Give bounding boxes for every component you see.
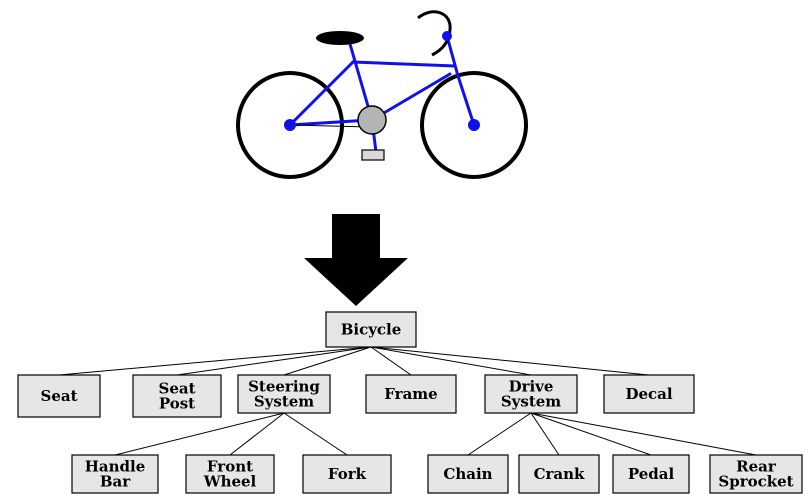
chain-line [289, 124, 371, 128]
node-seat-box [17, 374, 101, 418]
edge-drive-to-chain [467, 412, 532, 456]
node-chain: Chain [427, 454, 509, 494]
node-rear-sprocket-box [709, 454, 803, 494]
node-frame: Frame [365, 374, 457, 414]
node-bicycle-label: Bicycle [341, 321, 402, 339]
edge-bicycle-to-seat-post [176, 346, 372, 376]
node-front-wheel-label: Wheel [203, 473, 257, 491]
node-chain-box [427, 454, 509, 494]
bicycle-frame-tubes [288, 34, 476, 154]
node-seat-post-box [132, 374, 222, 418]
front-hub [468, 119, 480, 131]
edge-drive-to-pedal [530, 412, 652, 456]
top-tube [351, 60, 457, 68]
node-bicycle: Bicycle [325, 311, 417, 348]
node-chain-label: Chain [443, 465, 492, 483]
node-rear-sprocket-label: Sprocket [718, 473, 793, 491]
node-steering-label: System [254, 393, 314, 411]
node-seat-label: Seat [40, 387, 77, 405]
node-rear-sprocket-label: Rear [736, 458, 777, 476]
edge-steering-to-handle-bar [114, 412, 285, 456]
pedal-block [361, 149, 385, 161]
down-tube [370, 72, 452, 122]
node-pedal: Pedal [612, 454, 690, 494]
edge-bicycle-to-drive [370, 346, 532, 376]
node-frame-label: Frame [384, 385, 437, 403]
node-pedal-box [612, 454, 690, 494]
node-crank-box [518, 454, 600, 494]
node-handle-bar-label: Bar [100, 473, 131, 491]
edge-bicycle-to-decal [370, 346, 650, 376]
bike-seat [316, 31, 364, 45]
tree-edges [58, 346, 757, 456]
seat-stay [288, 60, 355, 127]
node-seat: Seat [17, 374, 101, 418]
node-handle-bar-box [71, 454, 159, 494]
node-handle-bar-label: Handle [85, 458, 146, 476]
node-drive-label: Drive [509, 378, 554, 396]
node-fork: Fork [302, 454, 392, 494]
node-crank-label: Crank [534, 465, 585, 483]
edge-drive-to-crank [530, 412, 560, 456]
node-crank: Crank [518, 454, 600, 494]
head-tube-joint [442, 31, 452, 41]
node-frame-box [365, 374, 457, 414]
node-steering-label: Steering [248, 378, 320, 396]
chain-stay [288, 118, 372, 127]
node-decal-label: Decal [625, 385, 672, 403]
edge-bicycle-to-steering [283, 346, 372, 376]
node-decal-box [603, 374, 695, 414]
edge-steering-to-fork [283, 412, 348, 456]
node-drive-box [484, 374, 578, 414]
bicycle-wheels [236, 71, 528, 179]
node-bicycle-box [325, 311, 417, 348]
node-drive-label: System [501, 393, 561, 411]
front-fork [456, 74, 476, 127]
rear-hub [284, 119, 296, 131]
bicycle-illustration [236, 10, 528, 179]
edge-drive-to-rear-sprocket [530, 412, 757, 456]
node-fork-box [302, 454, 392, 494]
node-seat-post-label: Seat [158, 380, 195, 398]
down-arrow [304, 214, 408, 306]
edge-bicycle-to-frame [370, 346, 412, 376]
handlebar [417, 10, 452, 57]
node-decal: Decal [603, 374, 695, 414]
node-pedal-label: Pedal [628, 465, 675, 483]
head-tube [445, 34, 460, 78]
node-steering-box [237, 374, 331, 414]
rear-wheel-tire [236, 71, 344, 179]
front-wheel-tire [420, 71, 528, 179]
node-seat-post-label: Post [159, 395, 195, 413]
node-front-wheel-box [185, 454, 275, 494]
edge-bicycle-to-seat [58, 346, 372, 376]
node-front-wheel-label: Front [207, 458, 253, 476]
node-fork-label: Fork [328, 465, 367, 483]
edge-steering-to-front-wheel [229, 412, 285, 456]
chainring [357, 105, 387, 135]
